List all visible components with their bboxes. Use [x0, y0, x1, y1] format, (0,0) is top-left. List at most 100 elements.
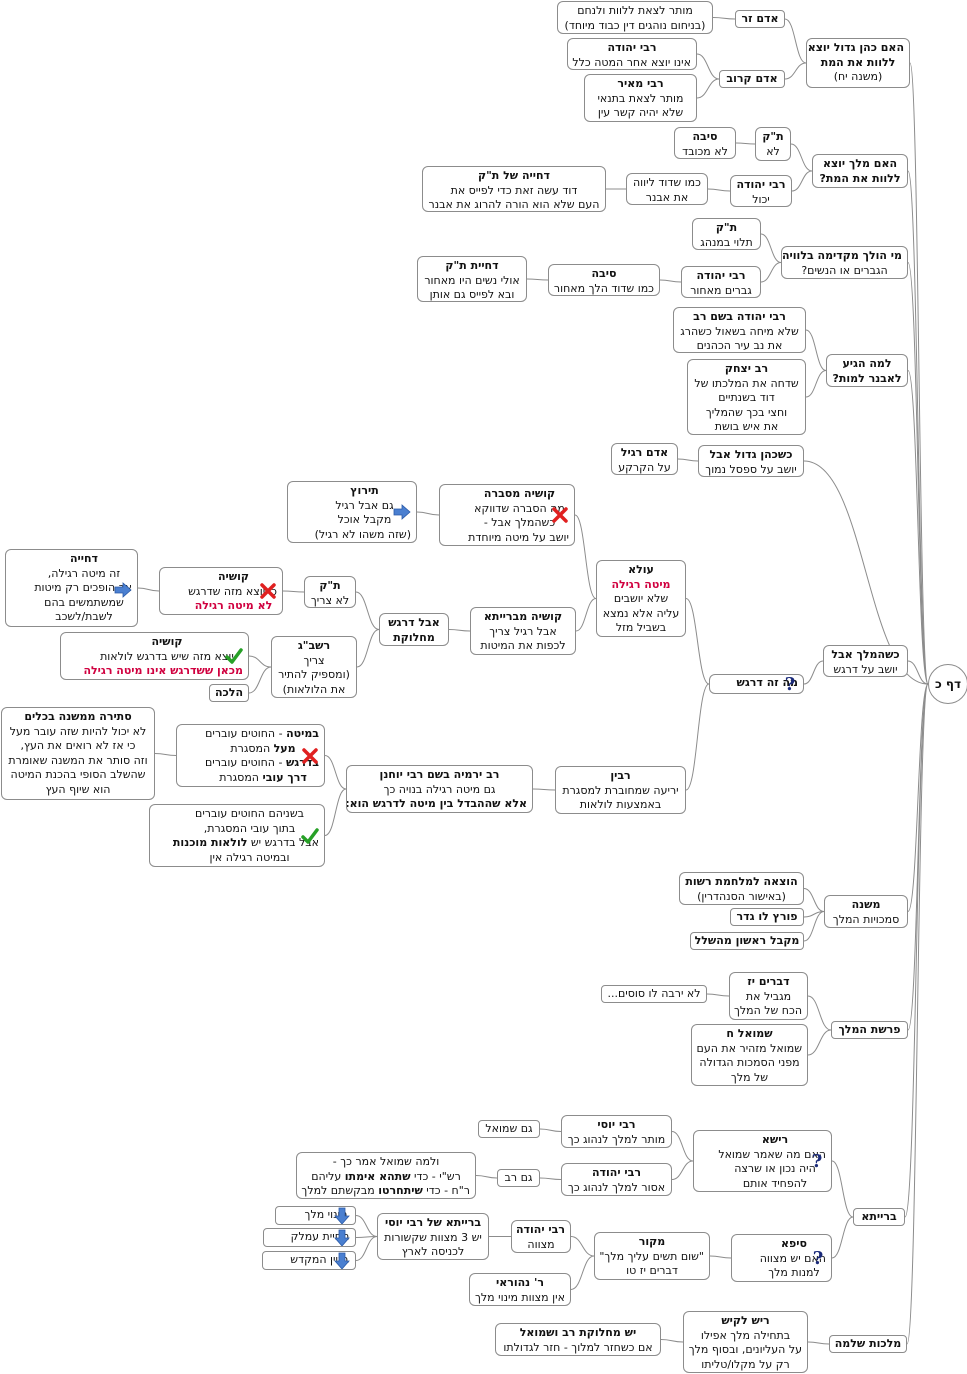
connector-line	[356, 629, 380, 668]
connector-line	[248, 655, 272, 668]
node-mitzva-amalek[interactable]: מחיית עמלק	[263, 1228, 356, 1247]
node-gam-shmuel[interactable]: גם שמואל	[478, 1120, 540, 1138]
connector-line	[760, 233, 782, 263]
connector-line	[805, 370, 827, 398]
node-adam-zar[interactable]: אדם זר	[735, 10, 785, 28]
node-mitzva-mikdash[interactable]: בניין המקדש	[262, 1251, 356, 1270]
node-mitzva-minui-melech[interactable]: מינוי מלך	[275, 1206, 356, 1225]
connector-line	[807, 1341, 830, 1345]
node-makor[interactable]: מקור"שום תשים עליך מלך"דברים יז טו	[594, 1232, 710, 1280]
connector-line	[760, 262, 782, 283]
node-mishna-shalal[interactable]: מקבל ראשון מהשלל	[690, 932, 804, 950]
svg-text:?: ?	[813, 1248, 824, 1268]
connector-line	[709, 1255, 732, 1259]
arrow-down-icon	[334, 1229, 350, 1246]
connector-line	[909, 62, 929, 685]
connector-line	[539, 1128, 562, 1132]
connector-line	[137, 587, 160, 592]
connector-line	[706, 993, 730, 997]
node-parashat-hamelech[interactable]: פרשת המלך	[831, 1021, 908, 1039]
connector-line	[685, 683, 710, 791]
node-malchut-shlomo[interactable]: מלכות שלמה	[829, 1335, 907, 1353]
connector-line	[784, 62, 807, 80]
connector-line	[570, 1236, 595, 1257]
arrow-right-icon	[114, 582, 132, 598]
root-node[interactable]: דף כ	[928, 664, 967, 704]
connector-line	[355, 1236, 378, 1238]
node-adam-zar-detail[interactable]: מותר לצאת ללוות ולנחם(בניחום נוהגים דין …	[557, 1, 713, 34]
question-icon: ?	[785, 674, 796, 694]
node-gam-rav[interactable]: גם רב	[497, 1169, 540, 1187]
node-braita[interactable]: ברייתא	[853, 1208, 905, 1226]
node-mishna-milchama[interactable]: הוצאה למלחמת רשות(באישור הסנהדרין)	[679, 872, 804, 905]
node-ma-ze-dargash[interactable]: מה זה דרגש ?	[709, 674, 804, 694]
connector-line	[248, 666, 272, 694]
connector-line	[803, 888, 825, 912]
x-mark-icon	[302, 747, 318, 764]
connector-line	[282, 590, 305, 593]
connector-line	[324, 755, 347, 790]
connector-line	[575, 598, 597, 632]
connector-line	[907, 262, 929, 685]
node-halacha[interactable]: הלכה	[209, 684, 249, 702]
connector-line	[807, 1029, 832, 1056]
node-lo-yarbe[interactable]: לא ירבה לו סוסים...	[601, 985, 707, 1003]
node-mishna-geder[interactable]: פורץ לו גדר	[730, 908, 804, 926]
connector-line	[906, 683, 929, 1345]
node-shmuel-why[interactable]: ולמה שמואל אמר כך - רש"י - כדי שתהא אימת…	[296, 1152, 476, 1199]
connector-line	[570, 1255, 595, 1290]
connector-line	[907, 170, 929, 685]
node-adam-karov[interactable]: אדם קרוב	[719, 70, 785, 88]
question-icon: ?	[812, 1151, 823, 1171]
svg-text:?: ?	[785, 674, 796, 694]
node-bemita[interactable]: במיטה - החוטים עוברים מעל המסגרת בדרגש -…	[176, 724, 325, 787]
connector-line	[685, 598, 710, 685]
